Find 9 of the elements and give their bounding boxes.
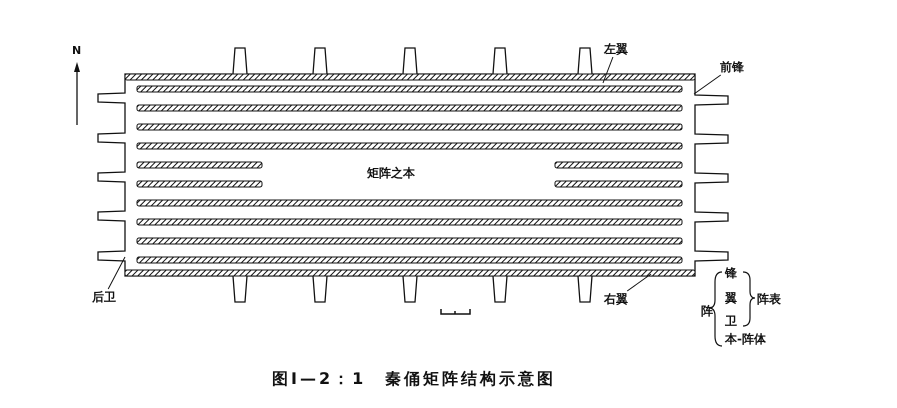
figure-caption: 图Ⅰ—2：1 秦俑矩阵结构示意图 bbox=[272, 372, 556, 386]
legend-text: 翼 bbox=[725, 291, 737, 305]
legend-text: 阵表 bbox=[757, 292, 781, 306]
legend-text: 本-阵体 bbox=[725, 332, 766, 346]
formation-label: 矩阵之本 bbox=[367, 166, 415, 180]
compass-letter: N bbox=[72, 44, 82, 58]
legend-text: 卫 bbox=[725, 314, 737, 328]
legend-text: 阵 bbox=[701, 304, 713, 318]
legend-text: 锋 bbox=[725, 266, 737, 280]
